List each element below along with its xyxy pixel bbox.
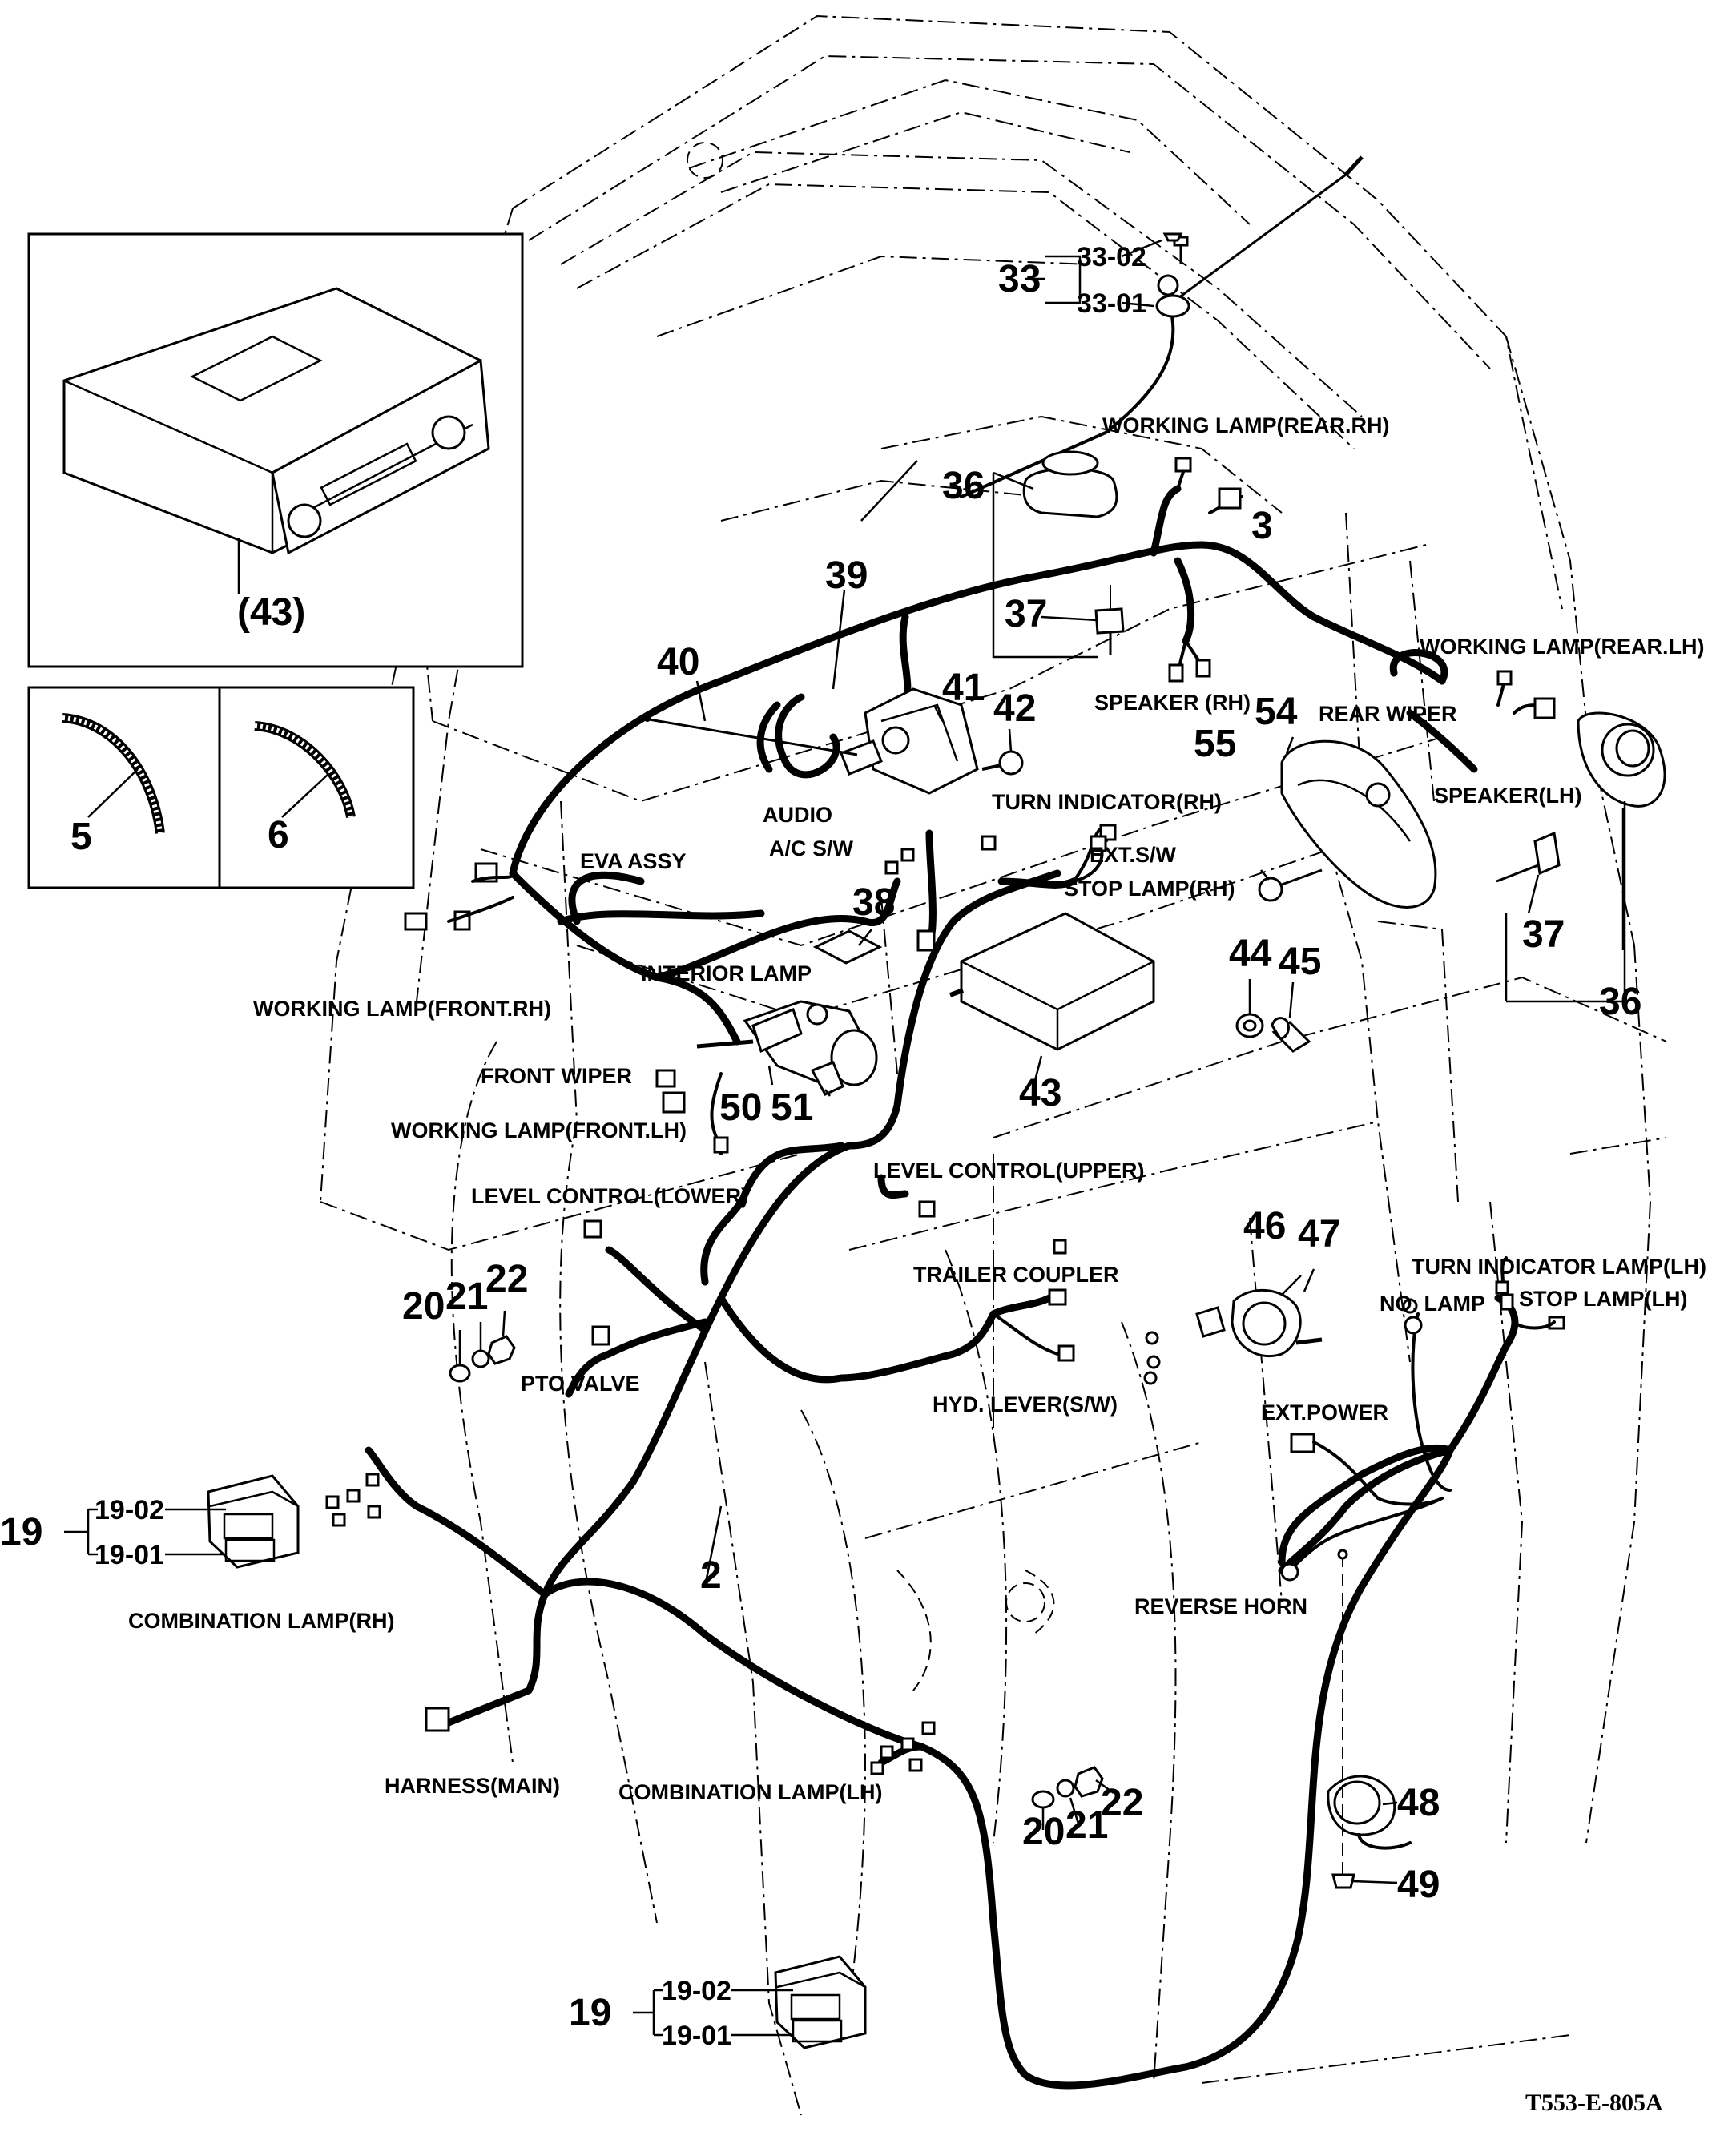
- label-turn-indicator-lamp-lh: TURN INDICATOR LAMP(LH): [1412, 1255, 1706, 1279]
- text-labels: WORKING LAMP(REAR.RH) WORKING LAMP(REAR.…: [128, 413, 1706, 2116]
- label-no-lamp: NO. LAMP: [1380, 1292, 1485, 1316]
- callout-49: 49: [1397, 1864, 1440, 1906]
- callout-3: 3: [1251, 505, 1273, 547]
- callout-44: 44: [1229, 933, 1272, 975]
- callout-21-upper: 21: [445, 1275, 488, 1318]
- components: [207, 232, 1666, 2049]
- label-hyd-lever: HYD. LEVER(S/W): [933, 1392, 1118, 1417]
- label-working-lamp-front-lh: WORKING LAMP(FRONT.LH): [391, 1118, 687, 1142]
- callout-46: 46: [1243, 1205, 1286, 1247]
- callout-19-02-rh: 19-02: [95, 1495, 164, 1525]
- callout-40: 40: [657, 641, 699, 683]
- harness-main: [365, 869, 1519, 2090]
- callout-19-01-lh: 19-01: [662, 2021, 731, 2051]
- callout-22-upper: 22: [485, 1258, 528, 1300]
- callout-39: 39: [825, 554, 868, 597]
- label-interior-lamp: INTERIOR LAMP: [641, 961, 812, 985]
- callout-2: 2: [700, 1554, 722, 1597]
- label-speaker-rh: SPEAKER (RH): [1094, 691, 1251, 715]
- callout-21-lower: 21: [1065, 1804, 1108, 1847]
- callout-19-rh: 19: [0, 1511, 42, 1554]
- label-level-control-lower: LEVEL CONTROL(LOWER): [471, 1184, 748, 1208]
- callout-37-upper: 37: [1005, 593, 1047, 635]
- label-turn-indicator-rh: TURN INDICATOR(RH): [992, 790, 1222, 814]
- callout-19-01-rh: 19-01: [95, 1540, 164, 1570]
- label-combination-lamp-lh: COMBINATION LAMP(LH): [618, 1780, 882, 1804]
- label-front-wiper: FRONT WIPER: [481, 1064, 632, 1088]
- label-working-lamp-rear-lh: WORKING LAMP(REAR.LH): [1420, 635, 1704, 659]
- inset-audio-box: (43): [27, 232, 524, 668]
- callout-33-02: 33-02: [1077, 242, 1146, 272]
- label-ac-sw: A/C S/W: [769, 836, 854, 860]
- callout-43: 43: [1019, 1072, 1061, 1114]
- label-stop-lamp-rh: STOP LAMP(RH): [1064, 877, 1235, 901]
- callout-51: 51: [771, 1086, 813, 1129]
- callout-41: 41: [942, 667, 985, 709]
- drawing-reference: T553-E-805A: [1525, 2090, 1663, 2116]
- leader-lines: [64, 239, 1626, 2037]
- label-eva-assy: EVA ASSY: [580, 849, 687, 873]
- callout-20-lower: 20: [1022, 1811, 1065, 1853]
- label-reverse-horn: REVERSE HORN: [1134, 1594, 1307, 1618]
- callout-20-upper: 20: [402, 1285, 445, 1328]
- callout-19-lh: 19: [569, 1992, 611, 2034]
- callout-33-01: 33-01: [1077, 288, 1146, 319]
- callout-48: 48: [1397, 1782, 1440, 1824]
- callout-43-inset: (43): [237, 591, 305, 634]
- callouts: 33 33-02 33-01 36 3 39 37 40 41 42 54 55…: [0, 242, 1641, 2051]
- callout-36-right: 36: [1599, 981, 1641, 1023]
- label-harness-main: HARNESS(MAIN): [385, 1774, 560, 1798]
- callout-38: 38: [852, 881, 895, 924]
- callout-50: 50: [719, 1086, 762, 1129]
- callout-55: 55: [1194, 723, 1236, 765]
- antenna: [860, 155, 1364, 522]
- connectors: [325, 457, 1565, 1775]
- callout-42: 42: [993, 687, 1036, 730]
- callout-22-lower: 22: [1101, 1782, 1143, 1824]
- callout-47: 47: [1298, 1213, 1340, 1255]
- callout-19-02-lh: 19-02: [662, 1976, 731, 2006]
- label-rear-wiper: REAR WIPER: [1319, 702, 1457, 726]
- label-ext-sw: EXT.S/W: [1090, 843, 1177, 867]
- label-ext-power: EXT.POWER: [1261, 1400, 1388, 1425]
- inset-grommets-box: 5 6: [27, 686, 415, 889]
- label-level-control-upper: LEVEL CONTROL(UPPER): [873, 1159, 1145, 1183]
- callout-5: 5: [70, 816, 92, 858]
- label-audio: AUDIO: [763, 803, 832, 827]
- callout-36-upper: 36: [942, 465, 985, 507]
- callout-37-right: 37: [1522, 913, 1565, 956]
- label-working-lamp-rear-rh: WORKING LAMP(REAR.RH): [1102, 413, 1389, 437]
- label-combination-lamp-rh: COMBINATION LAMP(RH): [128, 1609, 394, 1633]
- label-stop-lamp-lh: STOP LAMP(LH): [1519, 1287, 1688, 1311]
- label-pto-valve: PTO VALVE: [521, 1372, 640, 1396]
- callout-54: 54: [1255, 691, 1298, 733]
- callout-6: 6: [268, 814, 289, 856]
- label-speaker-lh: SPEAKER(LH): [1434, 784, 1582, 808]
- harness-roof: [509, 485, 1478, 1046]
- label-trailer-coupler: TRAILER COUPLER: [913, 1263, 1119, 1287]
- callout-33: 33: [998, 258, 1041, 300]
- label-working-lamp-front-rh: WORKING LAMP(FRONT.RH): [253, 997, 551, 1021]
- callout-45: 45: [1279, 941, 1321, 983]
